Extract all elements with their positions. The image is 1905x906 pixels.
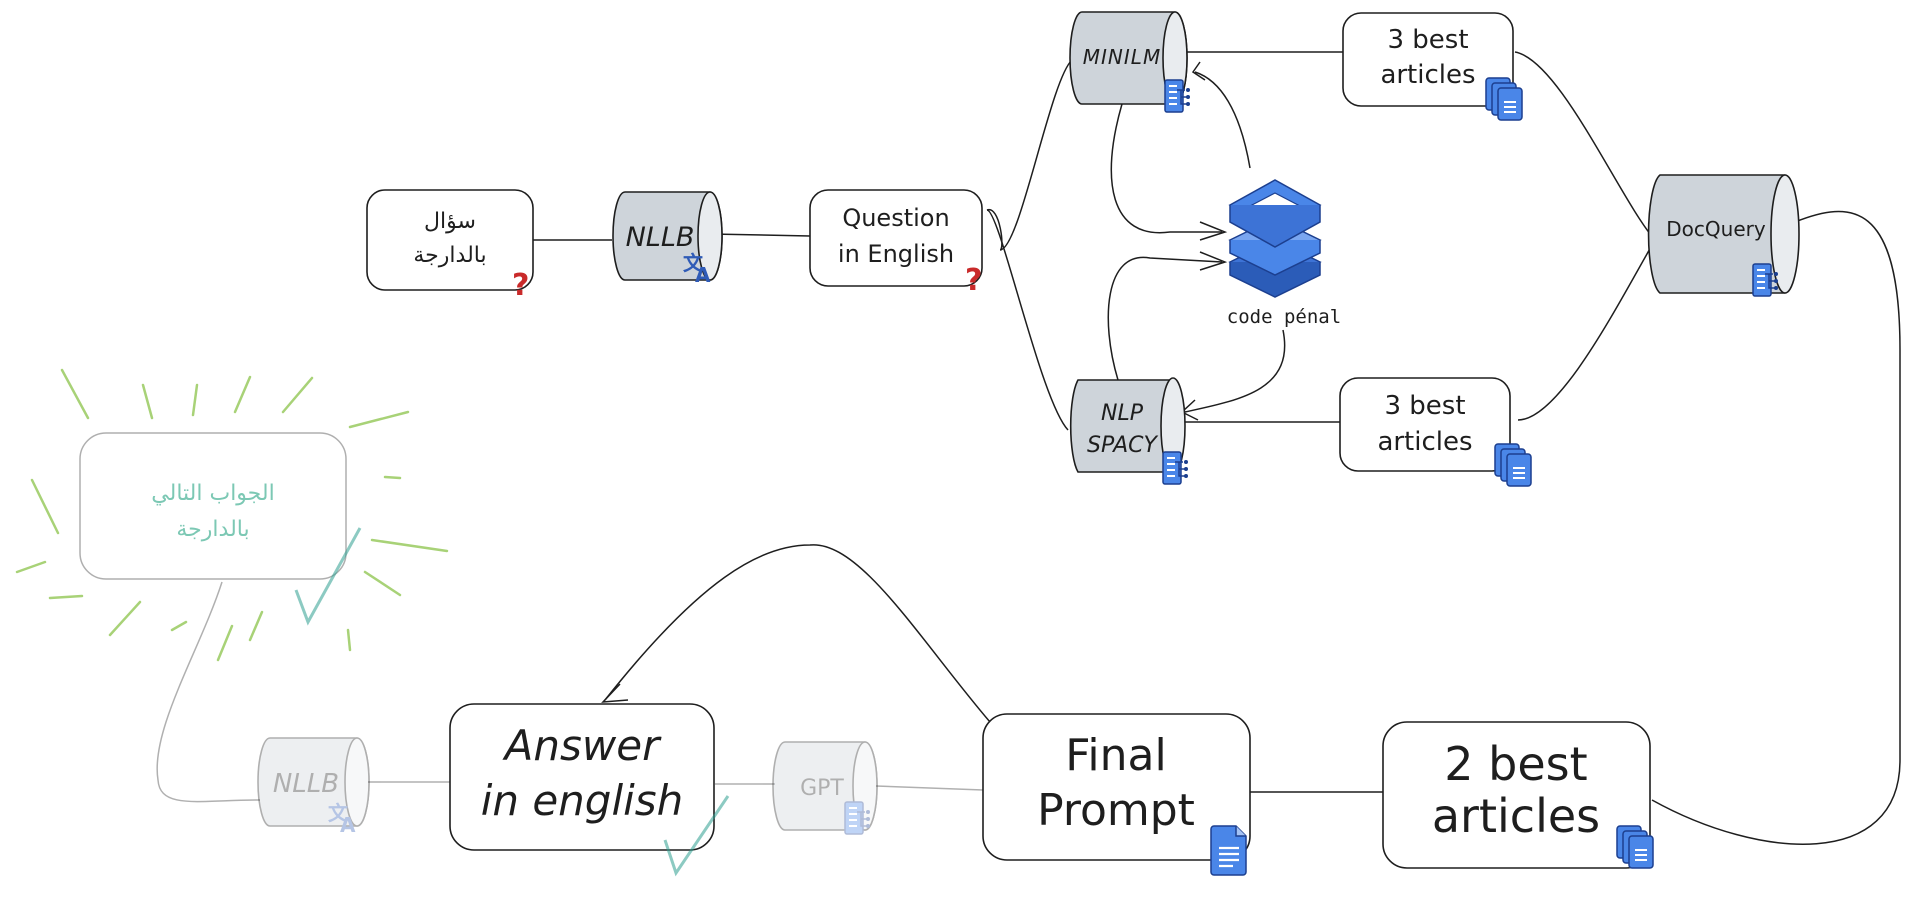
answer-english-node: Answer in english: [449, 703, 730, 877]
question-english-line1: Question: [842, 204, 949, 232]
edge-gpt-to-prompt: [875, 785, 984, 791]
edge-question-to-minilm: [986, 59, 1073, 251]
arrowhead-minilm: [1191, 61, 1206, 81]
two-best-articles-line2: articles: [1432, 789, 1600, 843]
documents-icon: [1494, 443, 1532, 487]
nlp-spacy-line1: NLP: [1101, 401, 1144, 426]
question-mark-icon: ?: [965, 263, 982, 298]
edge-prompt-to-answer: [604, 544, 991, 723]
edge-docquery-to-2best: [1651, 210, 1901, 845]
best-articles-top-node: 3 best articles: [1342, 12, 1523, 121]
best-articles-mid-line1: 3 best: [1384, 391, 1465, 421]
edge-articles-to-docquery: [1514, 51, 1656, 241]
nllb-bottom-label: NLLB: [273, 769, 339, 799]
edge-codepenal-to-minilm: [1194, 71, 1251, 169]
answer-english-line2: in english: [481, 776, 684, 825]
question-english-node: Question in English ?: [809, 189, 983, 298]
final-prompt-line1: Final: [1065, 730, 1166, 781]
answer-darija-line1: الجواب التالي: [151, 481, 274, 506]
celebration-burst: [15, 368, 449, 662]
edge-answer-darija-to-nllb: [156, 581, 261, 803]
edge-minilm-to-codepenal: [1110, 103, 1222, 234]
edge-question-to-spacy: [986, 209, 1069, 431]
nlp-spacy-line2: SPACY: [1087, 433, 1159, 458]
edge-codepenal-to-spacy: [1184, 329, 1286, 413]
arrowhead-answer: [601, 683, 629, 703]
gpt-cylinder: GPT: [772, 741, 878, 835]
nllb-top-label: NLLB: [626, 222, 695, 253]
final-prompt-node: Final Prompt: [982, 713, 1251, 877]
two-best-articles-node: 2 best articles: [1382, 721, 1654, 869]
answer-english-line1: Answer: [502, 721, 662, 770]
question-english-line2: in English: [838, 240, 954, 268]
checkmark-icon: [294, 527, 362, 626]
best-articles-mid-node: 3 best articles: [1339, 377, 1532, 487]
documents-icon: [1485, 77, 1523, 121]
best-articles-top-line2: articles: [1380, 60, 1475, 90]
nllb-bottom-cylinder: NLLB: [257, 737, 370, 837]
model-icon: [1164, 79, 1191, 113]
answer-darija-node: الجواب التالي بالدارجة: [15, 368, 449, 662]
docquery-cylinder: DocQuery: [1647, 174, 1800, 297]
minilm-label: MINILM: [1083, 45, 1161, 69]
edge-nllb-to-question: [709, 233, 811, 237]
connectors: [156, 51, 1901, 845]
edge-spacy-to-codepenal: [1107, 256, 1223, 381]
question-darija-node: سؤال بالدارجة ?: [366, 189, 534, 303]
two-best-articles-line1: 2 best: [1444, 737, 1587, 791]
gpt-label: GPT: [800, 776, 844, 801]
question-darija-line1: سؤال: [424, 209, 476, 234]
docquery-label: DocQuery: [1666, 217, 1766, 241]
document-icon: [1209, 824, 1248, 877]
model-icon: [1162, 451, 1189, 485]
edge-articles2-to-docquery: [1517, 239, 1656, 421]
arrowhead-codepenal-1: [1199, 221, 1228, 241]
answer-darija-line2: بالدارجة: [176, 517, 249, 542]
minilm-cylinder: MINILM: [1069, 11, 1191, 113]
best-articles-mid-line2: articles: [1377, 427, 1472, 457]
question-mark-icon: ?: [512, 268, 529, 303]
checkmark-icon: [663, 795, 730, 877]
code-penal-database: code pénal: [1227, 179, 1341, 328]
best-articles-top-line1: 3 best: [1387, 25, 1468, 55]
arrowhead-codepenal-2: [1199, 251, 1228, 271]
final-prompt-line2: Prompt: [1037, 785, 1195, 836]
database-icon: [1228, 179, 1322, 298]
nllb-top-cylinder: NLLB: [612, 191, 723, 287]
code-penal-label: code pénal: [1227, 306, 1341, 328]
question-darija-line2: بالدارجة: [413, 243, 486, 268]
nlp-spacy-cylinder: NLP SPACY: [1069, 377, 1189, 485]
faded-edges: [156, 581, 984, 803]
